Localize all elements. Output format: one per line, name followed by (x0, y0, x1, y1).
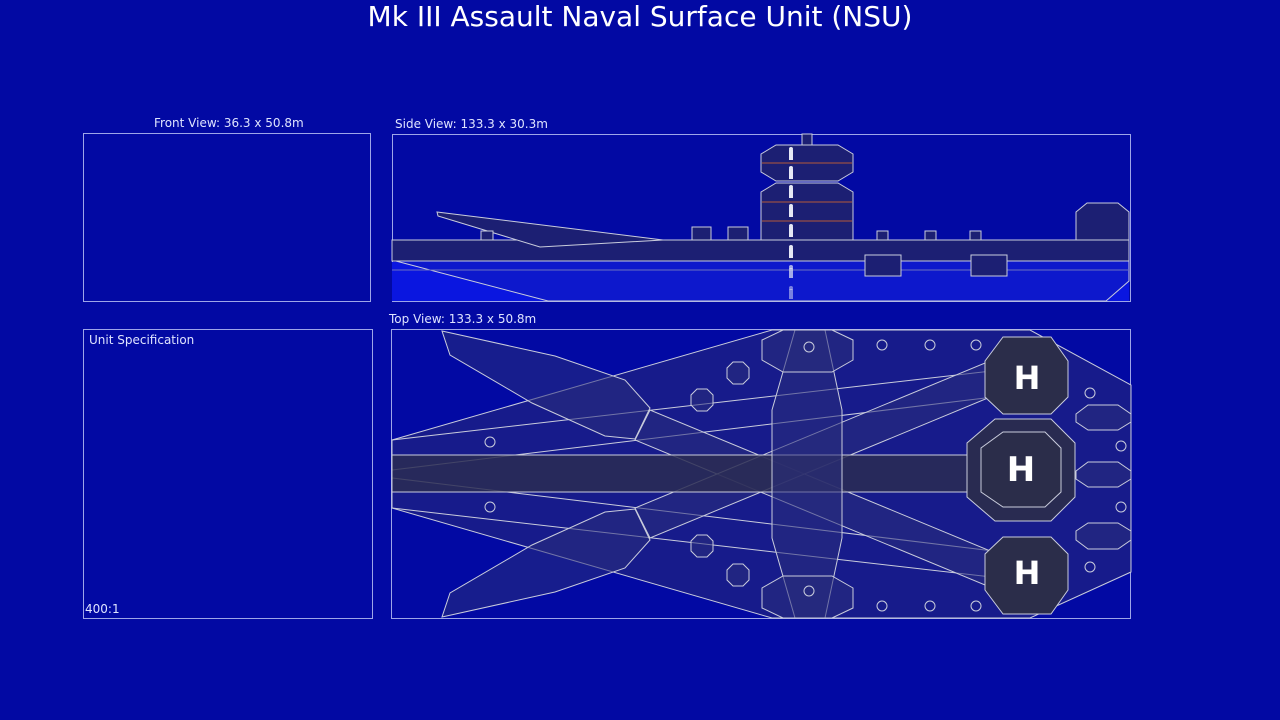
deck-bollards (484, 339, 1127, 612)
wing-upper (441, 330, 651, 440)
deck-box (727, 226, 749, 241)
deck-fitting (690, 534, 714, 558)
runway (391, 454, 968, 493)
mast-marker (803, 585, 815, 597)
scale-figures (789, 147, 793, 299)
deck-box (876, 230, 889, 241)
front-view-label: Front View: 36.3 x 50.8m (154, 116, 304, 130)
stern-pod (1075, 522, 1132, 550)
deck-box (924, 230, 937, 241)
helipad-marking-bottom: H (1013, 554, 1041, 592)
unit-specification-panel (83, 329, 373, 619)
hull-pod (970, 254, 1008, 277)
deck-fitting (726, 563, 750, 587)
deck-fitting (726, 361, 750, 385)
hull-pod (864, 254, 902, 277)
center-spine (771, 329, 843, 619)
helipad-center (980, 431, 1062, 508)
helipad-top (984, 336, 1069, 415)
helipad-marking-top: H (1013, 359, 1041, 397)
stern-pod (1075, 404, 1132, 431)
spine-cap-top (761, 329, 854, 373)
deck-box (480, 230, 494, 241)
deck-box (969, 230, 982, 241)
unit-specification-title: Unit Specification (89, 333, 195, 347)
scale-ratio: 400:1 (85, 602, 120, 616)
spine-cap-bottom (761, 575, 854, 619)
page-title: Mk III Assault Naval Surface Unit (NSU) (367, 0, 913, 33)
front-view-panel (83, 133, 371, 302)
helipad-bottom (984, 536, 1069, 615)
deck-fitting (690, 388, 714, 412)
side-view-label: Side View: 133.3 x 30.3m (395, 117, 548, 131)
deck-box (691, 226, 712, 241)
helipad-marking-center: H (1006, 450, 1036, 490)
tower-lower (760, 182, 854, 241)
tower-mast (801, 133, 813, 146)
mast-marker (803, 341, 815, 353)
stern-pod (1075, 461, 1132, 488)
bow-ramp (436, 211, 664, 248)
stern-superstructure (1075, 202, 1130, 241)
top-view-label: Top View: 133.3 x 50.8m (389, 312, 537, 326)
wing-lower (441, 508, 651, 618)
